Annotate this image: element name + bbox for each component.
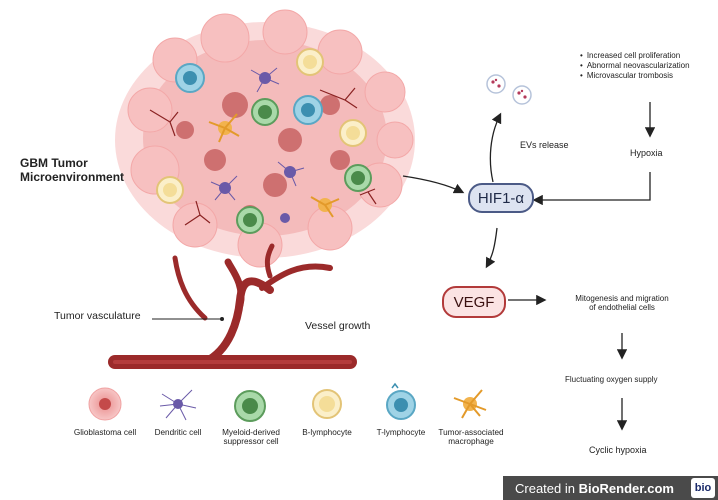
tumor-title-line2: Microenvironment: [20, 170, 125, 184]
legend-dendritic-label: Dendritic cell: [154, 428, 202, 437]
footer-brand: BioRender.com: [578, 480, 674, 496]
vessel-growth-label: Vessel growth: [305, 320, 371, 332]
legend-mdsc-label: Myeloid-derived suppressor cell: [222, 428, 280, 446]
blood-vessel: [108, 243, 357, 369]
tumor-title: GBM Tumor Microenvironment: [20, 156, 124, 184]
legend-glioblastoma-label: Glioblastoma cell: [73, 428, 137, 437]
ev-vesicles: [486, 74, 532, 105]
footer-text: Created in BioRender.com: [515, 481, 674, 496]
bullet-item: Increased cell proliferation: [580, 51, 690, 61]
tumor-vasculature-label: Tumor vasculature: [54, 310, 141, 322]
fluctuating-oxygen-label: Fluctuating oxygen supply: [565, 375, 658, 384]
legend-icons: [88, 382, 487, 422]
biorender-logo-icon: bio: [691, 478, 715, 498]
hypoxia-label: Hypoxia: [630, 148, 663, 158]
tumor-title-line1: GBM Tumor: [20, 156, 88, 170]
vegf-node: VEGF: [442, 286, 506, 318]
evs-release-label: EVs release: [520, 140, 569, 150]
mitogenesis-line2: of endothelial cells: [589, 303, 655, 312]
tumor-mass: [115, 9, 415, 268]
legend-b-lymphocyte-label: B-lymphocyte: [302, 428, 352, 437]
bullet-item: Abnormal neovascularization: [580, 61, 690, 71]
cyclic-hypoxia-label: Cyclic hypoxia: [589, 445, 647, 455]
hif1-alpha-node: HIF1-α: [468, 183, 534, 213]
bullet-item: Microvascular trombosis: [580, 71, 690, 81]
legend-t-lymphocyte-label: T-lymphocyte: [376, 428, 426, 437]
biorender-footer[interactable]: Created in BioRender.com bio: [503, 476, 718, 500]
mitogenesis-label: Mitogenesis and migration of endothelial…: [563, 294, 681, 312]
tumor-immune-cells: [156, 48, 372, 234]
legend-macrophage-label: Tumor-associated macrophage: [438, 428, 504, 446]
hypoxia-effects-list: Increased cell proliferation Abnormal ne…: [580, 51, 690, 81]
mitogenesis-line1: Mitogenesis and migration: [575, 294, 669, 303]
footer-prefix: Created in: [515, 480, 579, 496]
